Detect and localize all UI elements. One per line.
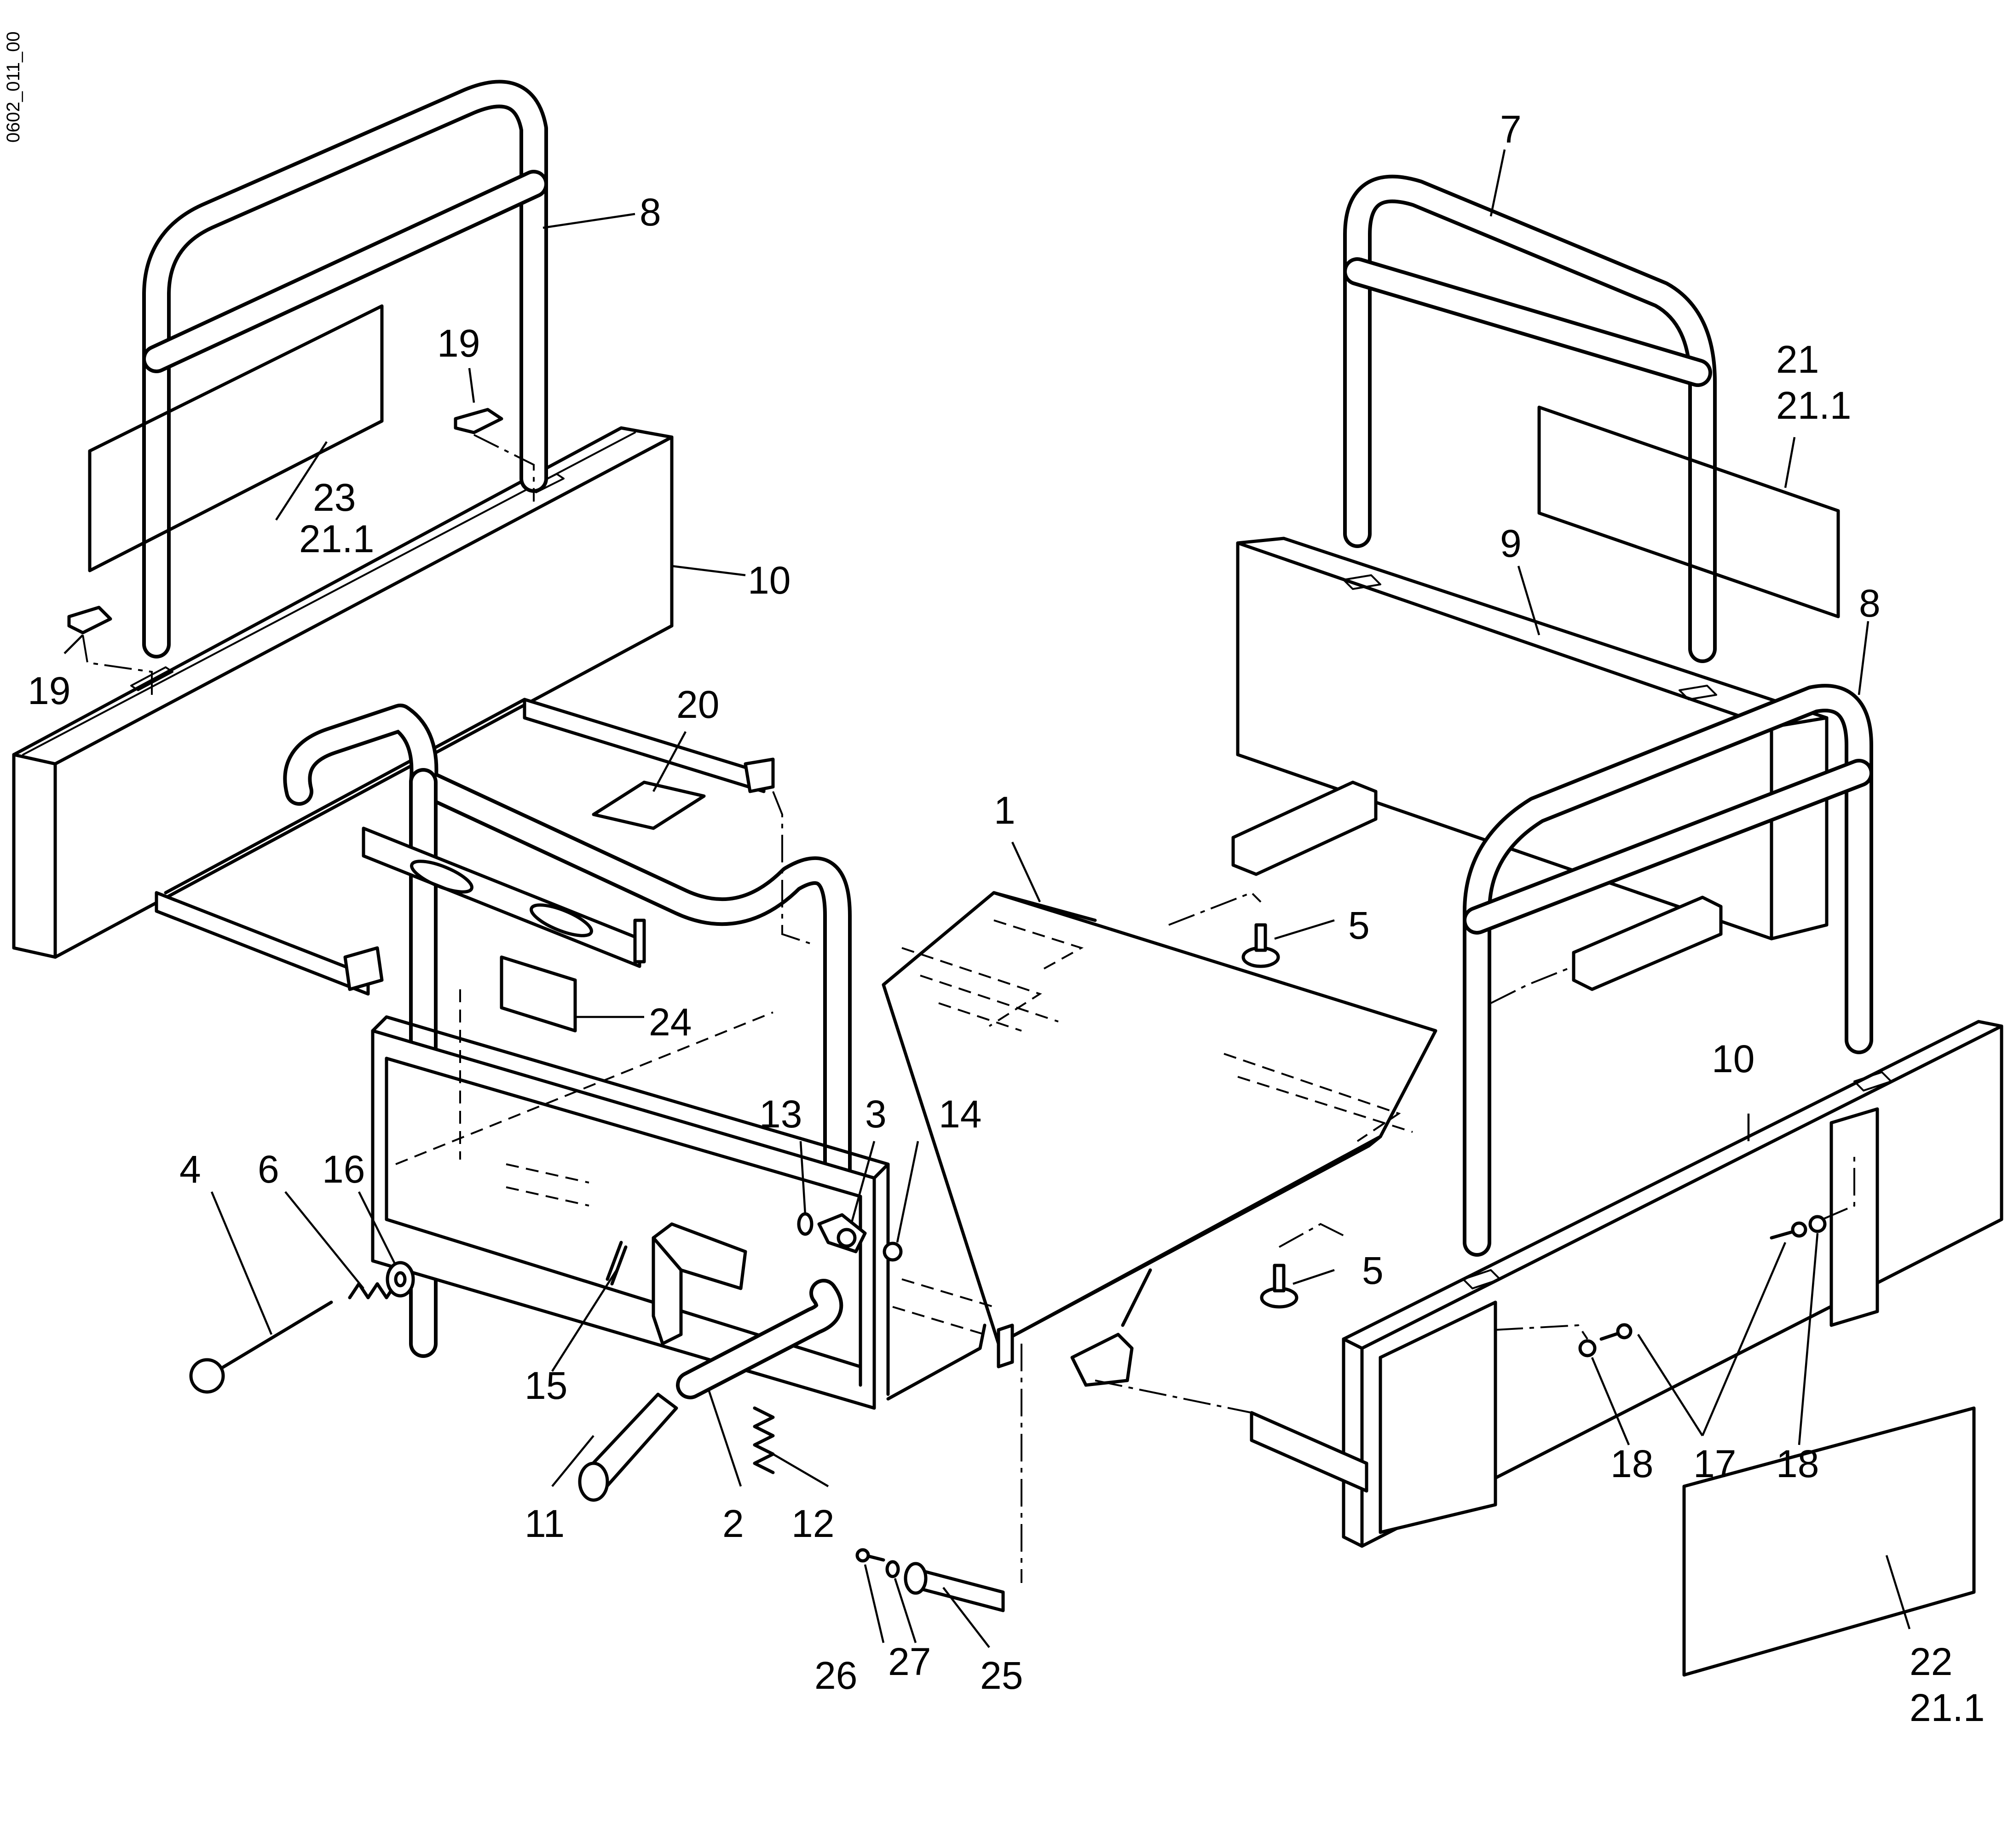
plug-19-lower bbox=[67, 606, 112, 635]
side-panel-right-front bbox=[1250, 1020, 2003, 1548]
nut-18-left bbox=[1578, 1339, 1597, 1357]
decal-21 bbox=[1537, 405, 1840, 618]
washer-13 bbox=[797, 1212, 814, 1236]
leader-lines bbox=[63, 149, 1911, 1648]
callout-21: 21 bbox=[1776, 338, 1819, 381]
plug-19-upper bbox=[454, 408, 503, 434]
callout-16: 16 bbox=[322, 1148, 365, 1191]
callout-26: 26 bbox=[814, 1654, 857, 1697]
cotter-pin-15 bbox=[606, 1241, 628, 1286]
decal-22 bbox=[1682, 1406, 1976, 1677]
front-box bbox=[371, 989, 987, 1410]
bolt-17-left bbox=[1599, 1323, 1633, 1341]
callout-25: 25 bbox=[980, 1654, 1023, 1697]
callout-18-right: 18 bbox=[1776, 1442, 1819, 1485]
pin-2 bbox=[676, 1279, 843, 1399]
washer-27 bbox=[885, 1560, 900, 1578]
callout-21-1-right: 21.1 bbox=[1776, 384, 1852, 427]
callout-21-1-bottom: 21.1 bbox=[1910, 1686, 1985, 1729]
callout-14: 14 bbox=[939, 1092, 981, 1136]
handle-grip-11 bbox=[578, 1392, 678, 1502]
callout-11: 11 bbox=[525, 1502, 565, 1545]
callout-21-1-left: 21.1 bbox=[299, 517, 375, 560]
callout-27: 27 bbox=[888, 1640, 931, 1683]
knob-5-lower bbox=[1260, 1264, 1298, 1309]
decal-23 bbox=[88, 304, 384, 572]
doc-id: 0602_011_00 bbox=[3, 31, 23, 143]
callout-2: 2 bbox=[722, 1502, 744, 1545]
knob-5-upper bbox=[1241, 923, 1280, 968]
callout-1: 1 bbox=[994, 789, 1016, 832]
callout-10-right: 10 bbox=[1712, 1037, 1754, 1080]
callout-19-lower: 19 bbox=[28, 669, 70, 712]
callout-10-left: 10 bbox=[748, 559, 791, 602]
base-frame bbox=[882, 891, 1437, 1387]
spring-12 bbox=[753, 1406, 775, 1474]
washer-16 bbox=[386, 1261, 415, 1298]
callout-24: 24 bbox=[649, 1000, 692, 1044]
rails-left bbox=[155, 698, 775, 996]
latch-bracket bbox=[652, 1222, 747, 1346]
tube-handle-right bbox=[1463, 684, 1873, 1257]
callout-23: 23 bbox=[313, 476, 356, 519]
pin-25 bbox=[904, 1562, 1005, 1612]
callout-9: 9 bbox=[1500, 522, 1522, 565]
screw-26 bbox=[855, 1548, 885, 1563]
tube-handle-7 bbox=[1343, 174, 1717, 663]
decal-24 bbox=[500, 955, 577, 1033]
callout-7: 7 bbox=[1500, 108, 1522, 151]
side-panel-left bbox=[12, 426, 674, 959]
rails-right bbox=[1231, 780, 1723, 991]
callout-22: 22 bbox=[1910, 1640, 1952, 1683]
decal-20 bbox=[592, 780, 706, 830]
callout-6: 6 bbox=[258, 1148, 279, 1191]
tube-handle-left bbox=[142, 80, 548, 658]
callout-20: 20 bbox=[676, 683, 719, 726]
callout-3: 3 bbox=[865, 1092, 887, 1136]
nut-18-right bbox=[1808, 1215, 1827, 1233]
callout-17: 17 bbox=[1693, 1442, 1736, 1485]
nut-14 bbox=[883, 1242, 903, 1262]
callout-12: 12 bbox=[791, 1502, 834, 1545]
callout-5-lower: 5 bbox=[1362, 1249, 1384, 1292]
callout-4: 4 bbox=[179, 1148, 201, 1191]
callout-15: 15 bbox=[525, 1364, 567, 1407]
latch-lever-3 bbox=[817, 1213, 867, 1253]
bolt-17-right bbox=[1770, 1221, 1807, 1240]
callout-8-right: 8 bbox=[1859, 582, 1881, 625]
callout-19-upper: 19 bbox=[437, 322, 480, 365]
callout-5-upper: 5 bbox=[1348, 904, 1370, 947]
bolt-4 bbox=[189, 1300, 333, 1394]
spring-6 bbox=[348, 1282, 398, 1299]
callout-18-left: 18 bbox=[1610, 1442, 1653, 1485]
callout-8-left: 8 bbox=[640, 191, 661, 234]
callout-13: 13 bbox=[759, 1092, 802, 1136]
